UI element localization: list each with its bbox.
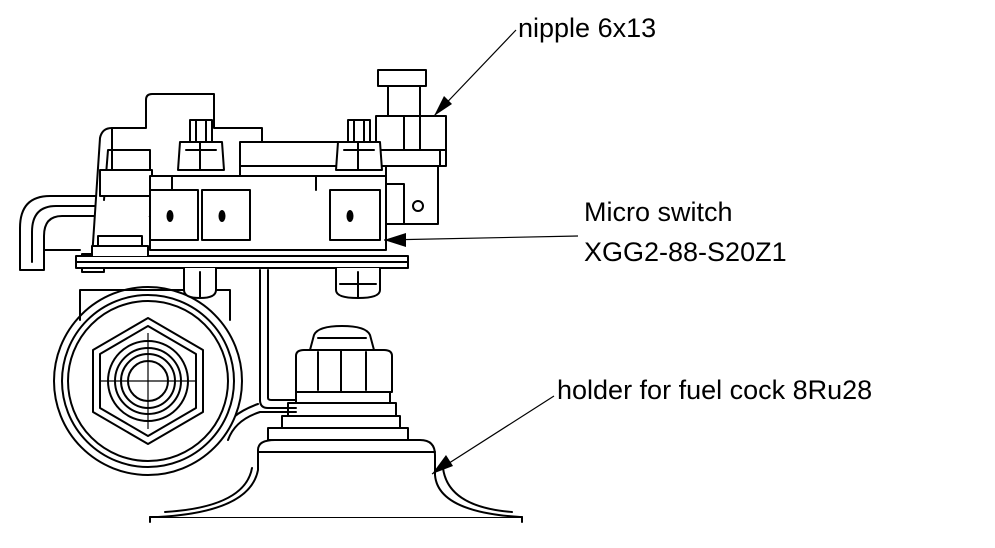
- micro-switch-label: Micro switch: [584, 197, 733, 227]
- fuel-cock-valve: [53, 286, 243, 476]
- micro-switch-model-label: XGG2-88-S20Z1: [584, 237, 787, 267]
- leader-micro-switch: [383, 233, 579, 247]
- nipple-fitting: [375, 69, 447, 167]
- base-plate: [149, 516, 523, 523]
- holder-nut: [295, 325, 393, 393]
- leader-nipple: [433, 29, 517, 117]
- switch-mount-plate: [75, 235, 409, 299]
- micro-switch: [149, 175, 387, 251]
- top-screw-left: [177, 119, 225, 171]
- leader-holder: [431, 395, 555, 475]
- top-screw-right: [335, 119, 383, 171]
- nipple-label: nipple 6x13: [518, 13, 657, 43]
- fuel-cock-holder: [157, 391, 521, 518]
- holder-label: holder for fuel cock 8Ru28: [557, 375, 873, 405]
